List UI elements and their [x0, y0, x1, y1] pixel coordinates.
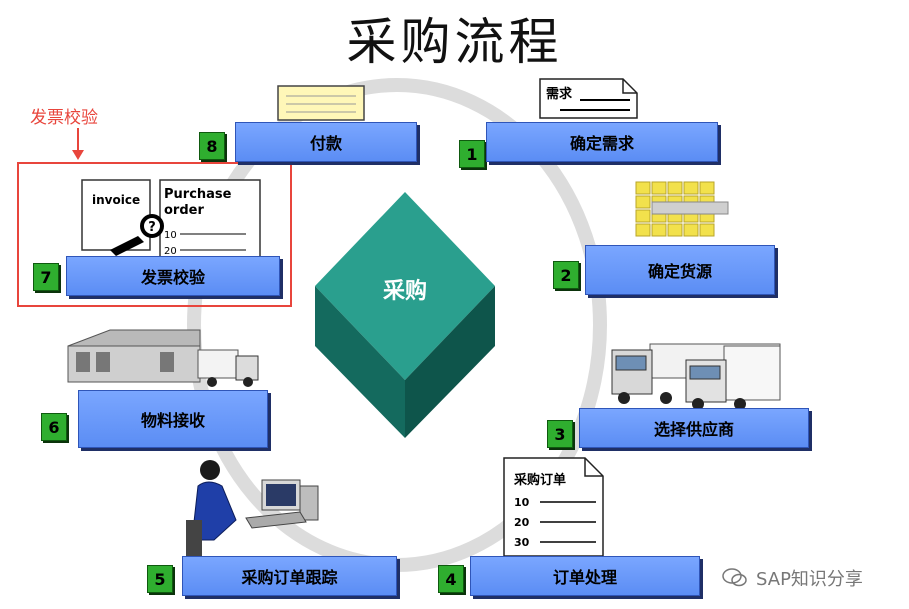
- step-1-number: 1: [459, 140, 485, 168]
- order-doc-line-2: 20: [514, 516, 530, 529]
- po-doc-line-2: 20: [164, 246, 177, 257]
- po-doc-line-1: 10: [164, 230, 177, 241]
- demand-document-illustration: 需求: [539, 78, 638, 119]
- annotation-arrow: [72, 128, 84, 160]
- purchase-order-document-illustration: 采购订单 10 20 30: [503, 457, 604, 557]
- warehouse-illustration: [67, 329, 259, 387]
- annotation-label: 发票校验: [30, 108, 98, 128]
- step-6-number: 6: [41, 413, 67, 441]
- step-5-box: 采购订单跟踪: [182, 556, 397, 596]
- po-doc-text-2: order: [164, 203, 204, 218]
- step-2-box: 确定货源: [585, 245, 775, 295]
- order-doc-title: 采购订单: [513, 472, 566, 488]
- step-2-number: 2: [553, 261, 579, 289]
- center-diamond: 采购: [315, 192, 495, 438]
- po-doc-text-1: Purchase: [164, 187, 232, 202]
- demand-doc-text: 需求: [546, 86, 573, 102]
- svg-text:?: ?: [148, 220, 156, 235]
- step-8-number: 8: [199, 132, 225, 160]
- step-3-number: 3: [547, 420, 573, 448]
- magnifier-icon: [140, 214, 164, 238]
- step-4-number: 4: [438, 565, 464, 593]
- step-1-box: 确定需求: [486, 122, 718, 162]
- wechat-icon: [722, 568, 747, 587]
- invoice-illustration: invoice Purchase order 10 20 ?: [81, 179, 261, 259]
- invoice-doc-text: invoice: [92, 193, 140, 207]
- center-label: 采购: [383, 278, 427, 304]
- person-computer-illustration: [186, 460, 319, 556]
- cycle-ring: [187, 78, 607, 572]
- trucks-illustration: [611, 343, 781, 410]
- step-7-box: 发票校验: [66, 256, 280, 296]
- step-5-number: 5: [147, 565, 173, 593]
- watermark-text: SAP知识分享: [756, 569, 863, 590]
- page-title: 采购流程: [346, 13, 563, 71]
- watermark: SAP知识分享: [722, 565, 863, 591]
- payment-document-illustration: [277, 85, 365, 121]
- order-doc-line-3: 30: [514, 536, 530, 549]
- step-8-box: 付款: [235, 122, 417, 162]
- step-4-box: 订单处理: [470, 556, 700, 596]
- step-7-number: 7: [33, 263, 59, 291]
- order-doc-line-1: 10: [514, 496, 530, 509]
- step-3-box: 选择供应商: [579, 408, 809, 448]
- source-grid-illustration: [635, 181, 729, 237]
- invoice-highlight-box: [17, 162, 292, 307]
- step-6-box: 物料接收: [78, 390, 268, 448]
